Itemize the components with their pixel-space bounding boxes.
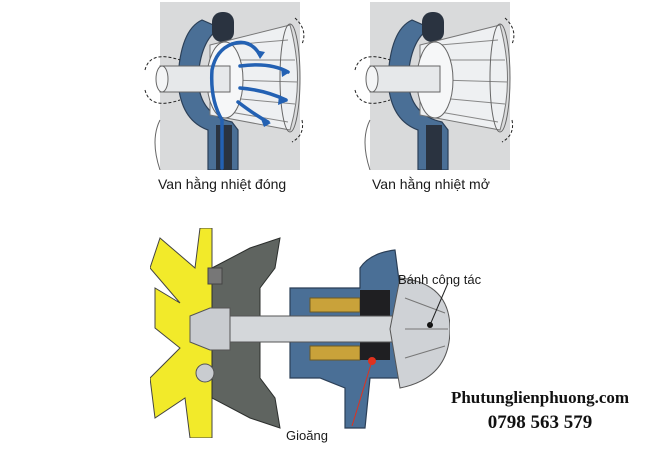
thermostat-closed-diagram — [140, 0, 310, 171]
pump-open-illustration — [354, 2, 515, 171]
pump-closed-illustration — [144, 2, 305, 171]
thermostat-open-diagram — [350, 0, 520, 171]
caption-thermostat-open: Van hằng nhiệt mở — [372, 176, 490, 192]
pump-cross-section-illustration — [149, 227, 451, 439]
watermark-website: Phutunglienphuong.com — [450, 388, 630, 407]
watermark-phone: 0798 563 579 — [487, 412, 593, 433]
label-impeller: Bánh công tác — [398, 272, 482, 287]
caption-thermostat-closed: Van hằng nhiệt đóng — [158, 176, 287, 192]
water-pump-cross-section — [149, 227, 451, 439]
label-gasket: Gioăng — [286, 428, 328, 443]
